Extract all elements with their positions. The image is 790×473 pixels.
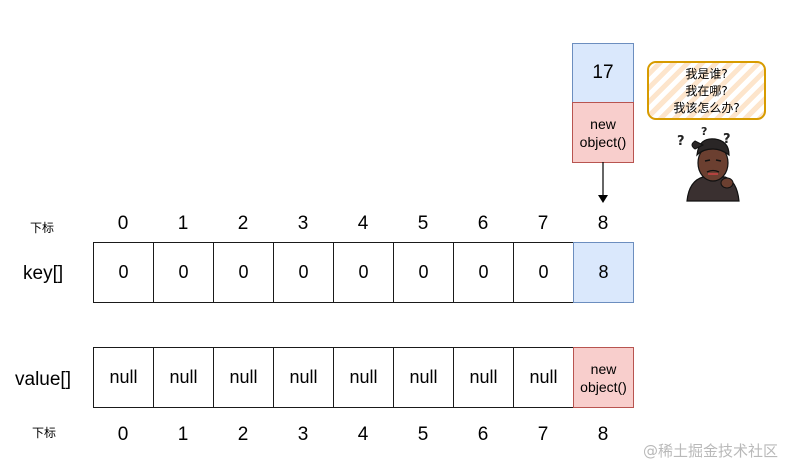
bottom-index-8: 8 [597,424,609,445]
value-cell-8: new object() [573,347,634,408]
bottom-index-0: 0 [117,424,129,445]
top-index-7: 7 [537,213,549,234]
top-index-8: 8 [597,213,609,234]
bubble-line: 我是谁? [685,67,728,81]
key-cell-3: 0 [273,242,334,303]
key-cell-4: 0 [333,242,394,303]
top-index-5: 5 [417,213,429,234]
question-mark: ? [701,125,707,138]
bottom-index-7: 7 [537,424,549,445]
top-index-3: 3 [297,213,309,234]
top-index-0: 0 [117,213,129,234]
bottom-index-1: 1 [177,424,189,445]
new-entry-key: 17 [572,43,634,103]
value-cell-1: null [153,347,214,408]
question-mark: ? [677,134,685,149]
bottom-index-2: 2 [237,424,249,445]
bottom-index-label: 下标 [32,426,57,440]
value-cell-6: null [453,347,514,408]
bubble-line: 我该怎么办? [673,101,740,115]
key-cell-5: 0 [393,242,454,303]
key-cell-7: 0 [513,242,574,303]
key-cell-0: 0 [93,242,154,303]
speech-bubble: 我是谁? 我在哪? 我该怎么办? [647,61,766,120]
bottom-index-5: 5 [417,424,429,445]
value-cell-3: null [273,347,334,408]
bottom-index-3: 3 [297,424,309,445]
value-array-label: value[] [15,369,71,390]
key-array-label: key[] [23,263,64,284]
question-mark: ? [723,132,731,147]
bubble-line: 我在哪? [685,84,728,98]
new-entry-value: new object() [572,102,634,163]
top-index-1: 1 [177,213,189,234]
top-index-2: 2 [237,213,249,234]
key-cell-6: 0 [453,242,514,303]
bottom-index-4: 4 [357,424,369,445]
value-cell-0: null [93,347,154,408]
key-cell-8: 8 [573,242,634,303]
value-cell-7: null [513,347,574,408]
value-cell-4: null [333,347,394,408]
top-index-6: 6 [477,213,489,234]
value-cell-5: null [393,347,454,408]
key-cell-2: 0 [213,242,274,303]
value-cell-2: null [213,347,274,408]
watermark: @稀土掘金技术社区 [642,442,778,460]
bottom-index-6: 6 [477,424,489,445]
confused-person-illustration: ? ? ? [677,125,740,202]
key-cell-1: 0 [153,242,214,303]
top-index-label: 下标 [30,221,55,235]
down-arrow [598,162,608,203]
top-index-4: 4 [357,213,369,234]
